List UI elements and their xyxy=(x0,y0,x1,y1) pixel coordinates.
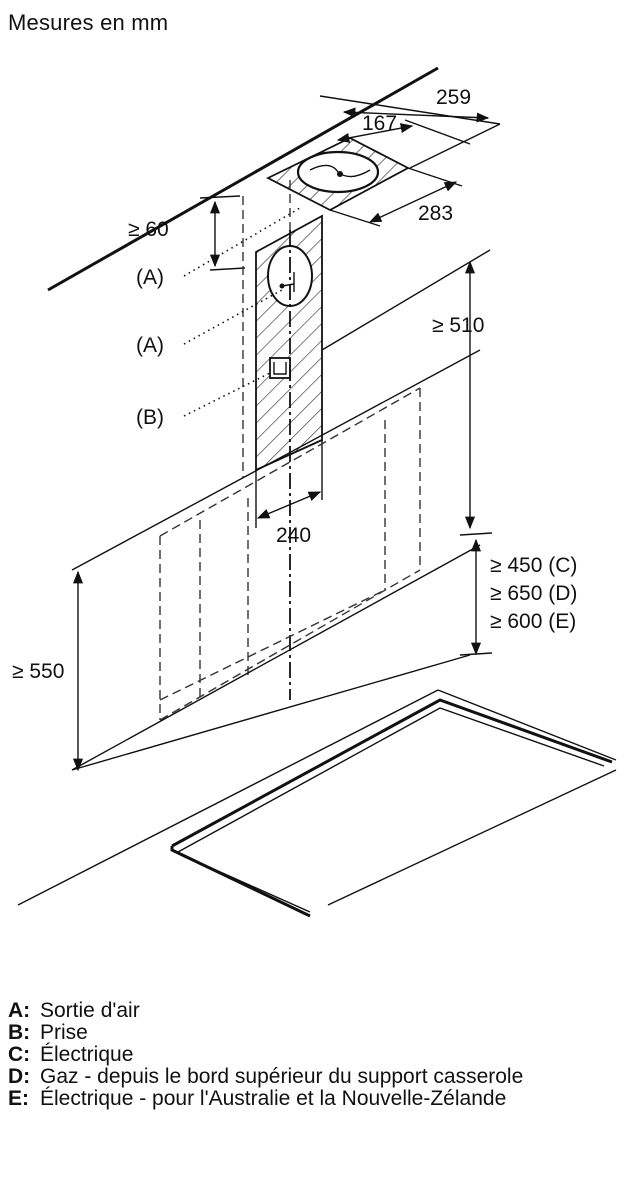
callout-a-outlet: (A) xyxy=(136,289,283,357)
legend-key: B: xyxy=(8,1021,31,1044)
legend: A: Sortie d'air B: Prise C: Électrique D… xyxy=(8,1000,608,1110)
callout-b-socket: (B) xyxy=(136,371,273,429)
installation-diagram: 259 167 283 ≥ 60 240 xyxy=(12,66,617,918)
legend-item-e: E: Électrique - pour l'Australie et la N… xyxy=(8,1088,608,1110)
ceiling-plate xyxy=(265,136,410,212)
dim-60-text: ≥ 60 xyxy=(128,218,169,241)
dimension-min-60: ≥ 60 xyxy=(128,195,246,271)
dim-283-text: 283 xyxy=(418,202,453,225)
svg-text:(A): (A) xyxy=(136,266,164,289)
dim-e-text: ≥ 600 (E) xyxy=(490,610,576,633)
legend-key: D: xyxy=(8,1065,31,1088)
dim-550-text: ≥ 550 xyxy=(12,660,64,683)
cooktop xyxy=(17,654,617,918)
dimension-240: 240 xyxy=(255,440,323,547)
hood-outline xyxy=(159,387,421,721)
ceiling-line xyxy=(47,66,439,292)
svg-text:(A): (A) xyxy=(136,334,164,357)
legend-text: Prise xyxy=(40,1021,88,1044)
legend-key: A: xyxy=(8,999,31,1022)
legend-item-c: C: Électrique xyxy=(8,1044,608,1066)
legend-key: E: xyxy=(8,1087,29,1110)
dimension-283: 283 xyxy=(329,167,463,227)
wall-installation-zone xyxy=(255,214,323,472)
dimension-259: 259 xyxy=(319,86,501,169)
dim-259-text: 259 xyxy=(436,86,471,109)
legend-item-d: D: Gaz - depuis le bord supérieur du sup… xyxy=(8,1066,608,1088)
callout-a-plate: (A) xyxy=(136,207,301,289)
dimension-167: 167 xyxy=(336,112,471,145)
dim-240-text: 240 xyxy=(276,524,311,547)
dim-510-text: ≥ 510 xyxy=(432,314,484,337)
diagram-title: Mesures en mm xyxy=(8,10,169,35)
dimension-min-550: ≥ 550 xyxy=(12,570,84,772)
legend-text: Sortie d'air xyxy=(40,999,140,1022)
legend-text: Électrique - pour l'Australie et la Nouv… xyxy=(40,1087,507,1110)
legend-item-b: B: Prise xyxy=(8,1022,608,1044)
legend-key: C: xyxy=(8,1043,31,1066)
socket-box xyxy=(269,357,291,379)
dimension-cooktop-clearance: ≥ 450 (C) ≥ 650 (D) ≥ 600 (E) xyxy=(459,532,577,656)
legend-text: Électrique xyxy=(40,1043,134,1066)
dimension-min-510: ≥ 510 xyxy=(432,260,484,530)
svg-text:(B): (B) xyxy=(136,406,164,429)
dim-d-text: ≥ 650 (D) xyxy=(490,582,577,605)
dim-c-text: ≥ 450 (C) xyxy=(490,554,577,577)
legend-item-a: A: Sortie d'air xyxy=(8,1000,608,1022)
dim-167-text: 167 xyxy=(362,112,397,135)
legend-text: Gaz - depuis le bord supérieur du suppor… xyxy=(40,1065,524,1088)
